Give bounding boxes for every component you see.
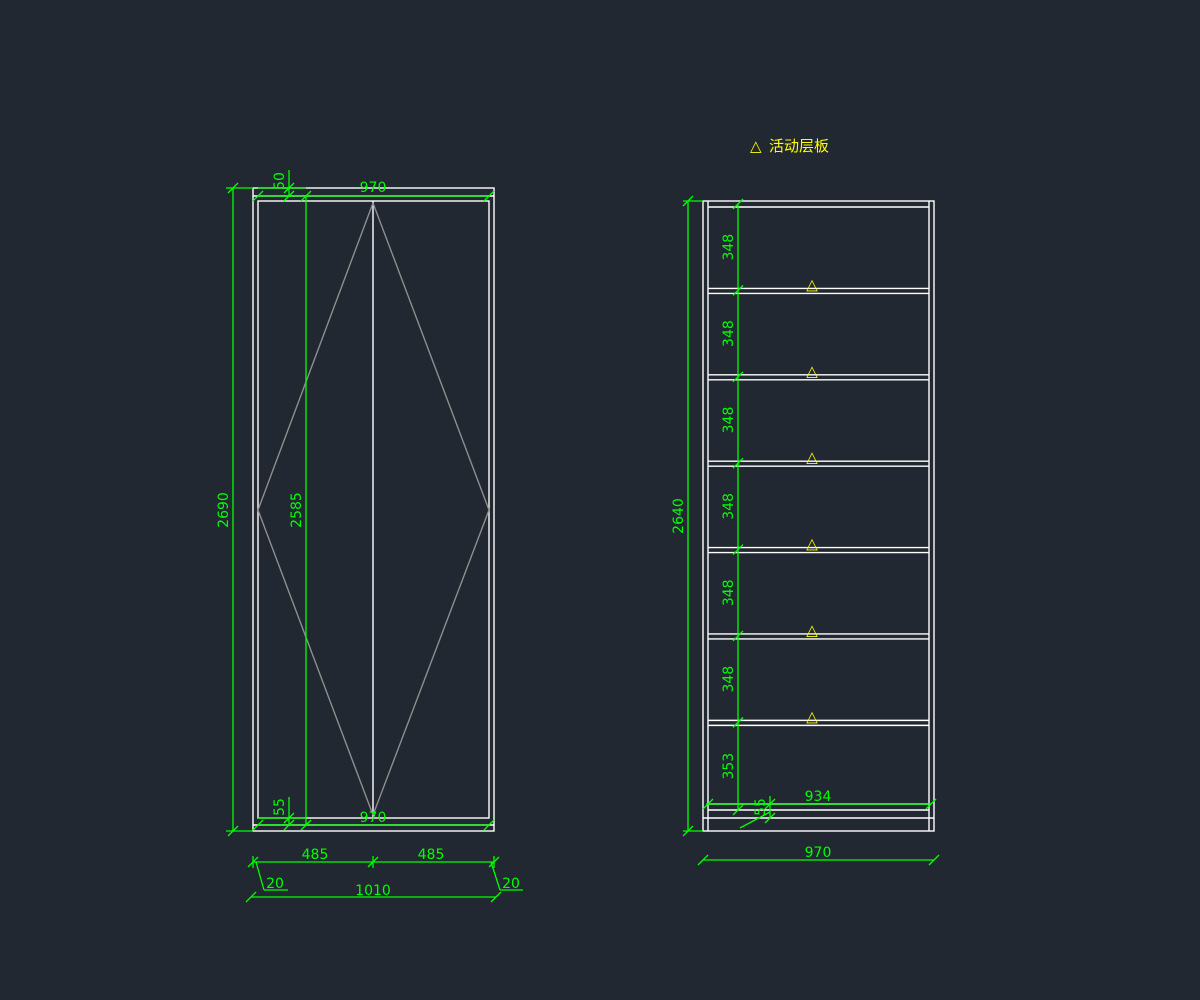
dim-tick: [247, 856, 259, 868]
shelf-chain-ticks: [732, 198, 744, 816]
legend-marker-icon: △: [750, 137, 762, 155]
shelf-marker-icon: △: [806, 448, 818, 466]
dim-tick: [732, 198, 744, 210]
dim-bottom-rail: 55: [272, 798, 288, 816]
dim-tick: [252, 190, 264, 202]
dim-right-half: 485: [418, 847, 445, 863]
side-view: △ △ △ △ △ △ 348 348 348 348 348 348 353: [671, 195, 940, 866]
shelf-marker-icon: △: [806, 707, 818, 725]
dim-tick: [732, 284, 744, 296]
shelf-spacing-label: 348: [721, 666, 737, 693]
shelf-spacing-label: 348: [721, 320, 737, 347]
dim-tick: [490, 891, 502, 903]
shelf-marker-icon: △: [806, 535, 818, 553]
dim-tick: [682, 825, 694, 837]
dim-total-width: 1010: [355, 883, 391, 899]
dim-tick: [732, 371, 744, 383]
pattern-line: [257, 202, 374, 511]
dim-tick: [732, 630, 744, 642]
dim-tick: [227, 825, 239, 837]
adjustable-shelves: [708, 287, 929, 727]
side-dimension-lines: [682, 195, 940, 866]
shelf-spacing-labels: 348 348 348 348 348 348 353: [721, 234, 737, 780]
dim-tick: [227, 182, 239, 194]
door-opening-pattern: [257, 202, 490, 816]
legend: △ 活动层板: [750, 137, 829, 155]
dim-tick: [764, 798, 776, 810]
dim-side-base: 55: [753, 798, 769, 816]
dim-tick: [488, 856, 500, 868]
dim-tick: [732, 457, 744, 469]
shelf-marker-icon: △: [806, 275, 818, 293]
shelf-marker-icon: △: [806, 362, 818, 380]
dim-left-offset: 20: [266, 876, 284, 892]
dim-tick: [732, 544, 744, 556]
dim-inner-width-top: 970: [360, 180, 387, 196]
dim-leader-side-base: [739, 811, 771, 829]
dim-inner-height: 2585: [289, 492, 305, 528]
pattern-line: [257, 509, 374, 816]
front-dimension-texts: 50 970 2690 2585 55 970 485 485 20 20 10…: [216, 172, 520, 899]
side-dimension-texts: 2640 934 55 970: [671, 498, 831, 861]
dim-top-rail: 50: [272, 172, 288, 190]
dim-tick: [252, 819, 264, 831]
dim-tick: [928, 854, 940, 866]
shelf-spacing-label: 348: [721, 493, 737, 520]
shelf-spacing-label: 348: [721, 234, 737, 261]
dim-right-offset: 20: [502, 876, 520, 892]
shelf-markers: △ △ △ △ △ △: [806, 275, 818, 725]
pattern-line: [372, 202, 490, 511]
front-dimension-lines: [226, 170, 523, 903]
dim-side-total-height: 2640: [671, 498, 687, 534]
dim-tick: [702, 798, 714, 810]
dim-leader-left-offset: [255, 861, 265, 891]
dim-tick: [367, 856, 379, 868]
dim-tick: [483, 819, 495, 831]
cabinet-outer-outline: [702, 200, 935, 832]
dim-total-height: 2690: [216, 492, 232, 528]
dim-tick: [283, 182, 295, 194]
pattern-line: [372, 509, 490, 816]
dim-tick: [732, 804, 744, 816]
dim-inner-width-bottom: 970: [360, 810, 387, 826]
dim-left-half: 485: [302, 847, 329, 863]
dim-tick: [732, 716, 744, 728]
dim-tick: [697, 854, 709, 866]
front-view: 50 970 2690 2585 55 970 485 485 20 20 10…: [216, 170, 523, 903]
dim-tick: [925, 798, 937, 810]
dim-tick: [245, 891, 257, 903]
dim-leader-right-offset: [490, 861, 501, 891]
door-outer-outline: [252, 187, 495, 832]
dim-tick: [764, 812, 776, 824]
legend-label: 活动层板: [769, 137, 829, 155]
dim-tick: [682, 195, 694, 207]
dim-side-total-width: 970: [805, 845, 832, 861]
dim-tick: [483, 190, 495, 202]
shelf-marker-icon: △: [806, 621, 818, 639]
shelf-spacing-label: 348: [721, 407, 737, 434]
shelf-spacing-label: 348: [721, 579, 737, 606]
dim-tick: [283, 812, 295, 824]
shelf-spacing-label: 353: [721, 753, 737, 780]
dim-side-inner-width: 934: [805, 789, 832, 805]
